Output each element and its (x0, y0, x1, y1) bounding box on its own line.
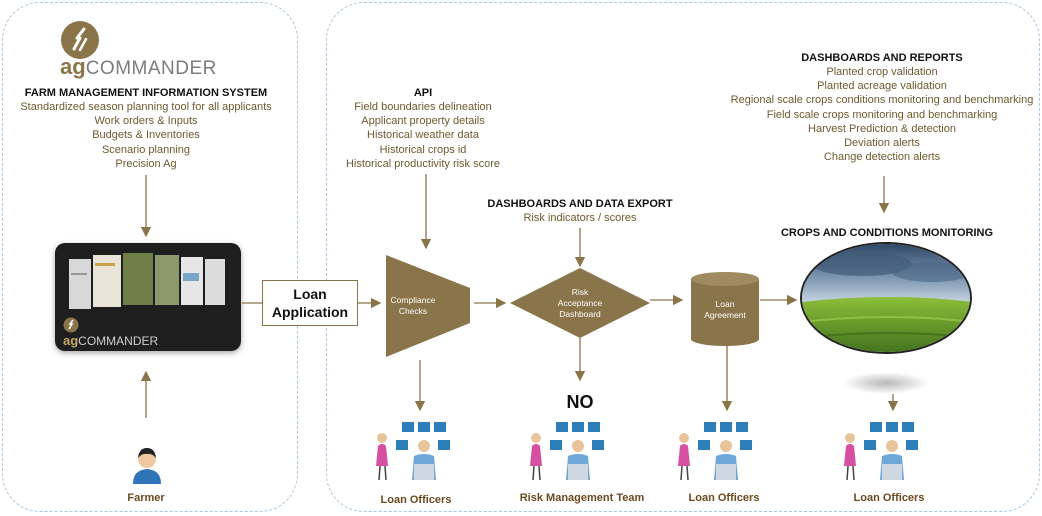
team-illustration (674, 420, 764, 486)
risk-line2: Acceptance (557, 298, 603, 308)
reports-item: Planted acreage validation (817, 80, 947, 93)
reports-block: DASHBOARDS AND REPORTS Planted crop vali… (731, 51, 1034, 164)
compliance-label: Compliance Checks (384, 295, 442, 317)
export-item: Risk indicators / scores (523, 212, 637, 224)
fmis-item: Precision Ag (115, 157, 177, 170)
reports-title: DASHBOARDS AND REPORTS (801, 52, 963, 64)
reports-item: Change detection alerts (823, 151, 941, 164)
api-item: Applicant property details (361, 115, 485, 128)
farmer-icon (133, 448, 161, 484)
agreement-line2: Agreement (704, 310, 746, 320)
fmis-item: Standardized season planning tool for al… (20, 101, 272, 113)
software-screenshot: agCOMMANDER (55, 243, 241, 351)
screenshot-brand-prefix: ag (63, 333, 79, 348)
reports-item: Field scale crops monitoring and benchma… (766, 108, 998, 121)
api-item: Field boundaries delineation (354, 101, 492, 113)
right-panel (326, 2, 1040, 512)
team-illustration (372, 420, 462, 486)
logo-icon (61, 21, 99, 59)
api-item: Historical crops id (379, 143, 467, 156)
fmis-item: Scenario planning (101, 143, 191, 156)
brand-name: COMMANDER (85, 58, 217, 79)
agreement-line1: Loan (715, 299, 735, 309)
fmis-item: Budgets & Inventories (92, 129, 200, 142)
fmis-item: Work orders & Inputs (94, 115, 198, 128)
farmer-avatar (130, 444, 164, 484)
team-label: Loan Officers (853, 492, 925, 504)
team-label: Risk Management Team (519, 492, 645, 504)
farmer-label: Farmer (127, 492, 165, 504)
reports-item: Planted crop validation (826, 66, 938, 78)
api-block: API Field boundaries delineation Applica… (346, 86, 500, 171)
loan-application-line1: Loan (293, 286, 327, 302)
fmis-title: FARM MANAGEMENT INFORMATION SYSTEM (24, 87, 268, 99)
api-item: Historical productivity risk score (345, 157, 501, 170)
agcommander-logo (60, 20, 100, 60)
compliance-line1: Compliance (390, 295, 436, 305)
export-title: DASHBOARDS AND DATA EXPORT (487, 198, 673, 210)
loan-application-box: Loan Application (262, 280, 358, 326)
team-label: Loan Officers (688, 492, 760, 504)
reports-item: Regional scale crops conditions monitori… (730, 94, 1034, 107)
export-block: DASHBOARDS AND DATA EXPORT Risk indicato… (487, 197, 672, 225)
photo-shadow (842, 372, 930, 394)
risk-dashboard-shape (510, 268, 650, 338)
team-illustration (840, 420, 930, 486)
team-label: Loan Officers (380, 494, 452, 506)
brand-wordmark: agCOMMANDER (60, 54, 217, 80)
compliance-checks-shape (386, 255, 470, 357)
team-illustration (526, 420, 616, 486)
agreement-label: Loan Agreement (691, 299, 759, 321)
left-panel (2, 2, 298, 512)
no-label: NO (566, 392, 594, 412)
monitoring-title: CROPS AND CONDITIONS MONITORING (780, 227, 994, 239)
logo-mark-icon (63, 317, 79, 333)
screenshot-wordmark: agCOMMANDER (63, 332, 158, 350)
reports-item: Deviation alerts (844, 137, 920, 150)
risk-line3: Dashboard (559, 309, 601, 319)
api-item: Historical weather data (367, 129, 479, 142)
risk-line1: Risk (571, 287, 589, 297)
loan-application-line2: Application (271, 304, 349, 320)
risk-label: Risk Acceptance Dashboard (545, 287, 615, 320)
brand-prefix: ag (60, 54, 86, 79)
compliance-line2: Checks (398, 306, 428, 316)
screenshot-brand-name: COMMANDER (78, 334, 159, 348)
loan-agreement-shape (691, 272, 759, 346)
reports-item: Harvest Prediction & detection (808, 122, 956, 135)
fmis-block: FARM MANAGEMENT INFORMATION SYSTEM Stand… (20, 86, 271, 171)
screenshot-logo (63, 317, 79, 333)
api-title: API (413, 87, 433, 99)
